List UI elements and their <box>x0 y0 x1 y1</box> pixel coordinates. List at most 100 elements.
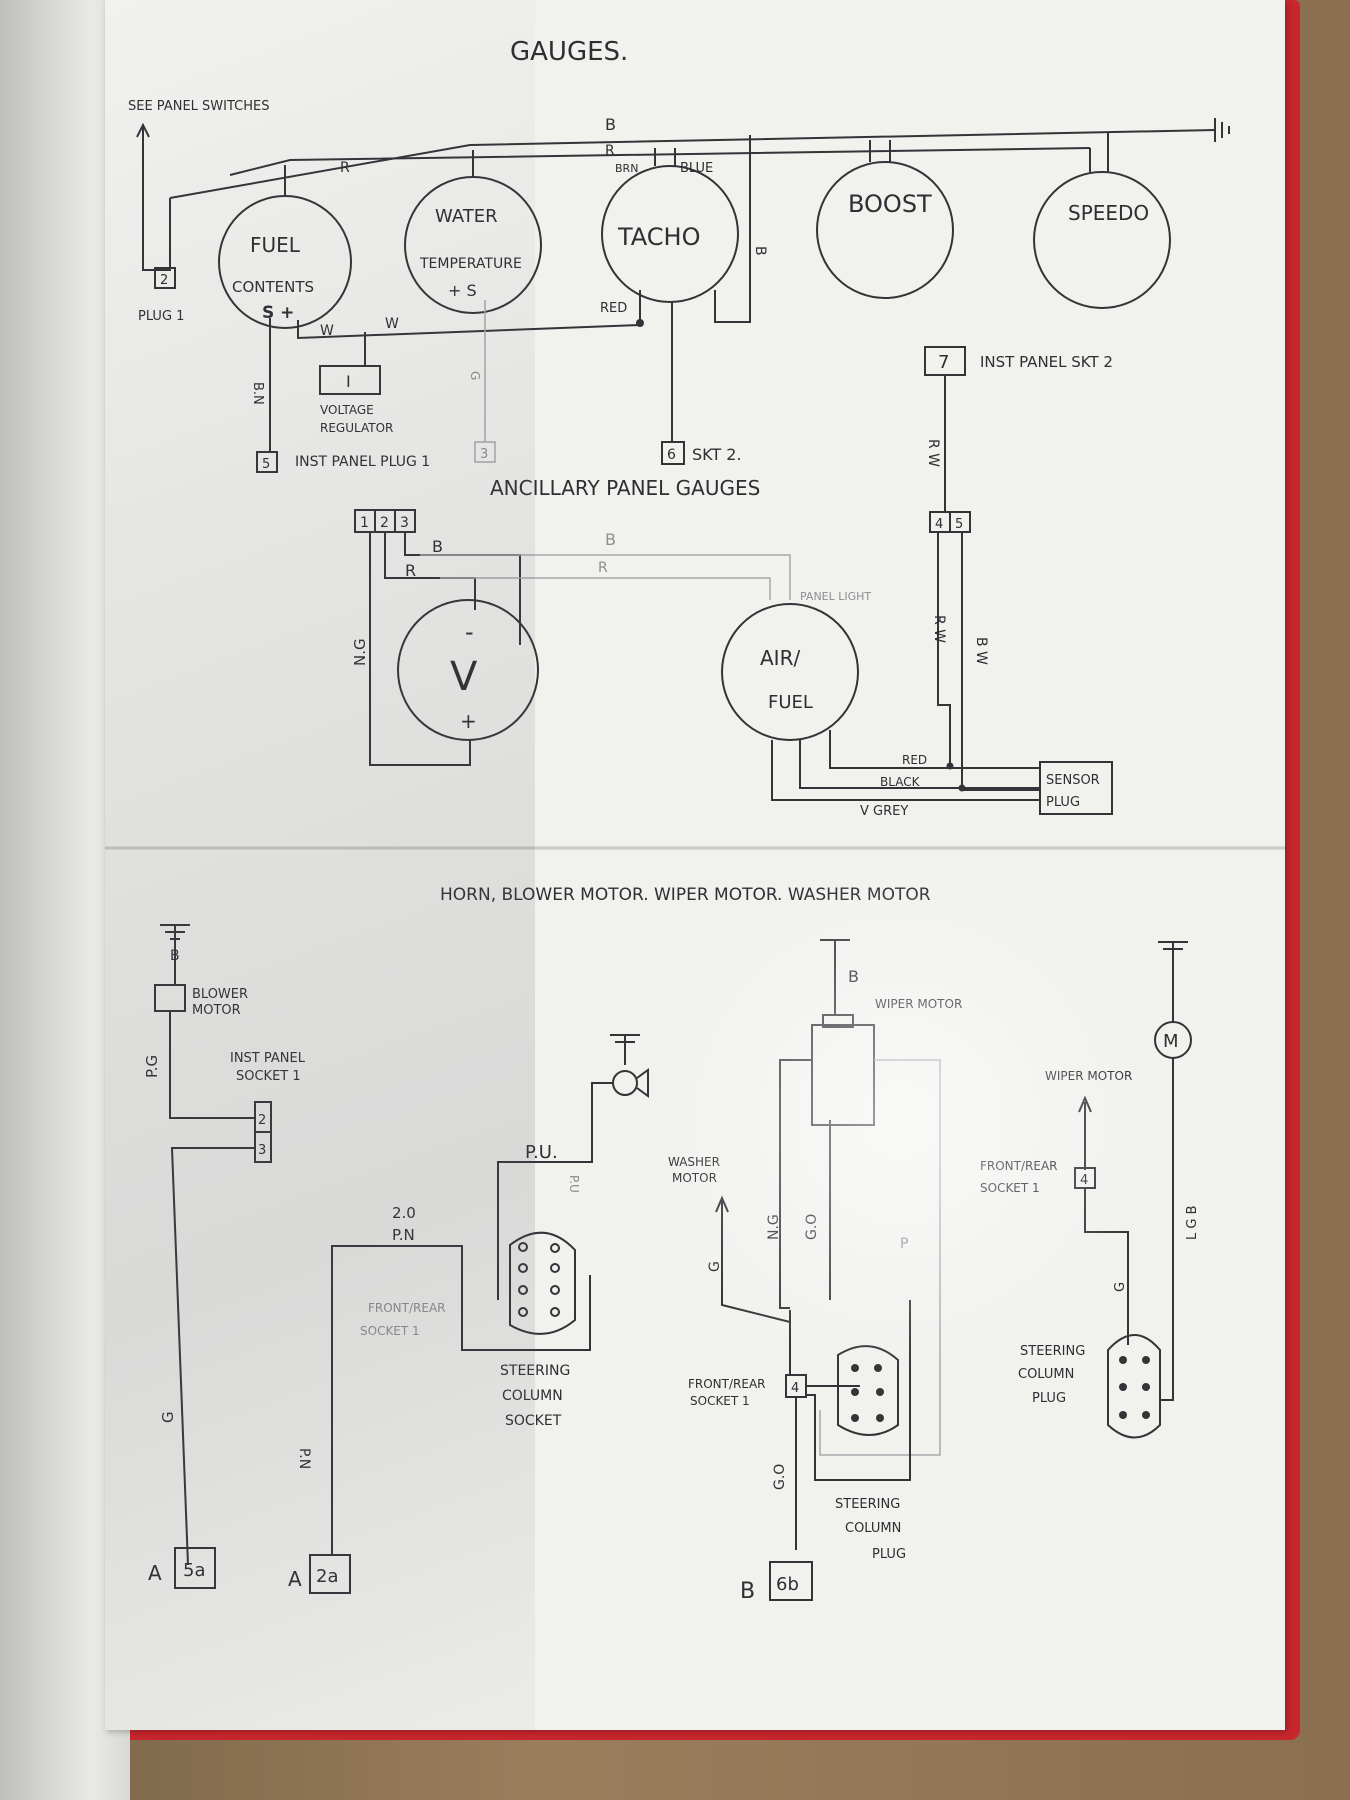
pin-6b: 6b <box>776 1574 799 1595</box>
pin-6b-box <box>769 1561 813 1601</box>
anc-r-long-wire <box>440 577 771 600</box>
wire-label-r-left: R <box>340 160 350 176</box>
regulator-box <box>319 365 381 395</box>
wiper-front-rear-2: SOCKET 1 <box>690 1394 750 1408</box>
washer-wiper-motor-label: WIPER MOTOR <box>1045 1069 1132 1083</box>
plug-pin <box>1119 1356 1127 1364</box>
anc-b-long-label: B <box>605 530 616 549</box>
horn-symbol <box>612 1070 638 1096</box>
boost-label: BOOST <box>848 190 932 218</box>
anc-pin5-box <box>949 511 971 533</box>
washer-lgb-label: L G B <box>1185 1206 1200 1241</box>
voltmeter-circle <box>397 599 539 741</box>
grey-wire <box>771 740 1040 801</box>
wiper-motor-label: WIPER MOTOR <box>875 997 962 1011</box>
tacho-circle <box>601 165 739 303</box>
inst-socket-label-2: SOCKET 1 <box>236 1069 301 1084</box>
air-fuel-label-1: AIR/ <box>760 646 800 670</box>
inst-panel-skt2-label: INST PANEL SKT 2 <box>980 353 1113 371</box>
fuel-contents-gauge: FUEL CONTENTS S + <box>218 195 352 329</box>
plug-pin <box>851 1414 859 1422</box>
air-fuel-gauge: AIR/ FUEL PANEL LIGHT <box>721 590 871 741</box>
plug-pin <box>876 1414 884 1422</box>
speedo-circle <box>1033 171 1171 309</box>
blower-g-wire <box>170 1147 255 1566</box>
anc-bw-label: B W <box>973 637 989 665</box>
faint-front-rear-1: FRONT/REAR <box>368 1301 446 1315</box>
anc-pin3: 3 <box>400 515 409 531</box>
steer-socket-label-3: SOCKET <box>505 1413 562 1429</box>
air-fuel-label-2: FUEL <box>768 692 813 713</box>
tacho-brown-label: BRN <box>615 162 638 175</box>
blower-label-2: MOTOR <box>192 1003 241 1018</box>
tacho-b-wire <box>714 135 751 323</box>
washer-ground <box>1158 941 1188 1022</box>
pn-label-1: 2.0 <box>392 1204 416 1222</box>
pin-5a-box <box>174 1547 216 1589</box>
wire-label-b: B <box>605 115 616 134</box>
wiper-ground <box>820 939 850 1015</box>
water-terminals: + S <box>448 281 477 300</box>
plug1-wire <box>142 198 171 271</box>
pn-label-2: P.N <box>392 1226 415 1244</box>
plug-pin <box>874 1364 882 1372</box>
boost-gauge: BOOST <box>816 161 954 299</box>
speedo-feeds <box>1089 132 1109 172</box>
black-label: BLACK <box>880 775 921 789</box>
anc-b-wire <box>404 532 521 645</box>
socket-pin <box>518 1263 528 1273</box>
red-junction <box>946 762 954 770</box>
wiper-ng-label: N.G <box>766 1214 782 1240</box>
arrow-head <box>136 122 150 138</box>
inst-pin2: 2 <box>258 1113 266 1128</box>
socket-pin <box>518 1242 528 1252</box>
inst-panel-plug1-label: INST PANEL PLUG 1 <box>295 454 430 470</box>
plug1-pin: 2 <box>160 273 168 288</box>
wire-label-w1: W <box>320 323 334 339</box>
sensor-label-1: SENSOR <box>1046 773 1100 788</box>
tacho-b-label: B <box>752 246 768 256</box>
anc-ng-wire <box>369 532 471 766</box>
w-wire <box>297 320 641 340</box>
anc-pin5: 5 <box>955 517 963 532</box>
anc-r-label: R <box>405 561 416 580</box>
wiper-plug-outline <box>837 1345 899 1436</box>
socket-pin <box>518 1285 528 1295</box>
wiper-steer-plug-1: STEERING <box>835 1497 900 1512</box>
ancillary-title: ANCILLARY PANEL GAUGES <box>490 476 760 500</box>
pin6: 6 <box>667 447 676 463</box>
volt-symbol: V <box>450 654 478 700</box>
plug-pin <box>1142 1356 1150 1364</box>
anc-b-long-wire <box>420 554 791 600</box>
anc-r-long-label: R <box>598 560 608 576</box>
washer-front-rear-2: SOCKET 1 <box>980 1181 1040 1195</box>
pin-a-2: A <box>288 1567 302 1591</box>
plug-pin <box>1119 1383 1127 1391</box>
tacho-blue-label: BLUE <box>680 161 713 176</box>
plug1-pin-box <box>154 267 176 289</box>
black-junction <box>958 784 966 792</box>
anc-rw-wire <box>937 532 951 765</box>
washer-steer-plug-1: STEERING <box>1020 1344 1085 1359</box>
plug1-label: PLUG 1 <box>138 309 184 324</box>
anc-rw-label: R W <box>931 615 947 643</box>
wiper-steer-plug-2: COLUMN <box>845 1521 901 1536</box>
washer-g-label: G <box>1113 1282 1128 1292</box>
pin7: 7 <box>938 352 949 373</box>
panel-light-label: PANEL LIGHT <box>800 590 871 603</box>
wiper-plug-wires <box>806 1300 911 1481</box>
pin5-box <box>256 451 278 473</box>
pin3-box <box>474 441 496 463</box>
skt2-rw-label: R W <box>925 439 941 467</box>
anc-ng-label: N.G <box>351 638 369 666</box>
red-label: RED <box>902 753 927 767</box>
plug-pin <box>1119 1411 1127 1419</box>
tacho-feeds <box>654 148 676 166</box>
wiper-p-label: P <box>900 1236 908 1252</box>
plug-pin <box>1142 1383 1150 1391</box>
horn-title: HORN, BLOWER MOTOR. WIPER MOTOR. WASHER … <box>440 885 931 905</box>
washer-plug-outline <box>1107 1334 1161 1439</box>
washer-steer-plug-3: PLUG <box>1032 1391 1066 1406</box>
regulator-label-1: VOLTAGE <box>320 403 374 417</box>
anc-r-wire <box>384 532 476 610</box>
